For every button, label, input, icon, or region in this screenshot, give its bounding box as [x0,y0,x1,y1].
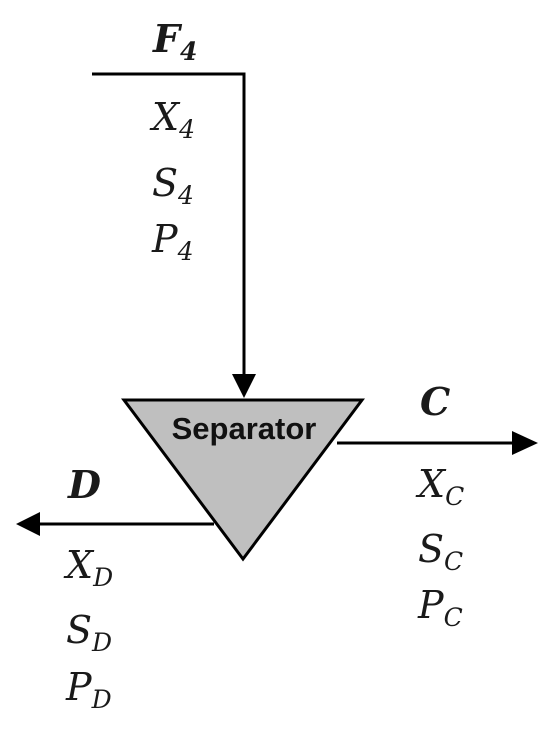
feed-stream-label: F4 [152,16,197,66]
feed-component-x: X4 [149,95,195,144]
top-component-p: PC [417,583,463,632]
bottom-component-s: SD [66,608,112,657]
bottom-component-x: XD [63,543,113,592]
top-component-s: SC [418,527,463,576]
top-component-x: XC [415,462,464,511]
top-product-label: C [420,379,450,424]
feed-component-p: P4 [151,217,193,266]
top-product-arrowhead [512,431,538,455]
separator-label: Separator [172,411,317,446]
feed-component-s: S4 [152,161,194,210]
feed-stream-line [92,72,246,378]
feed-arrowhead [232,374,256,398]
bottom-product-label: D [67,462,101,507]
separator-unit [121,398,365,562]
bottom-component-p: PD [65,665,112,714]
bottom-product-arrowhead [16,512,40,536]
